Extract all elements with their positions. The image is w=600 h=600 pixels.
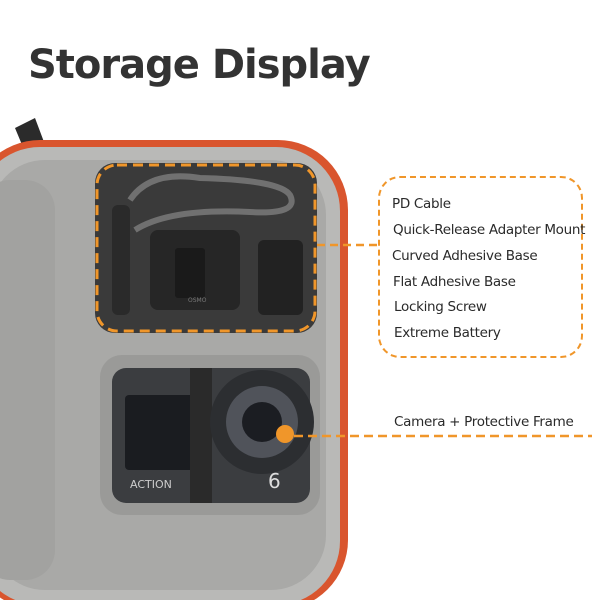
camera-strap (190, 368, 212, 503)
accessory-label: Flat Adhesive Base (393, 274, 516, 290)
pd-cable (127, 173, 295, 233)
extreme-battery (258, 240, 303, 315)
page-title: Storage Display (28, 42, 371, 88)
accessory-label: Locking Screw (394, 299, 487, 315)
camera-screen (125, 395, 195, 470)
camera-marker-dot (276, 425, 294, 443)
mount-logo: OSMO (188, 297, 207, 304)
camera-model: 6 (268, 469, 281, 493)
accessory-label: Extreme Battery (394, 325, 501, 341)
accessory-highlight (95, 163, 317, 333)
camera-label: Camera + Protective Frame (394, 414, 574, 430)
accessory-callout-box (378, 176, 583, 358)
quick-release-mount (175, 248, 205, 298)
accessory-label: PD Cable (392, 196, 451, 212)
locking-screw (112, 205, 130, 315)
accessory-label: Curved Adhesive Base (392, 248, 538, 264)
accessory-label: Quick-Release Adapter Mount (393, 222, 586, 238)
camera-brand: ACTION (130, 478, 172, 491)
